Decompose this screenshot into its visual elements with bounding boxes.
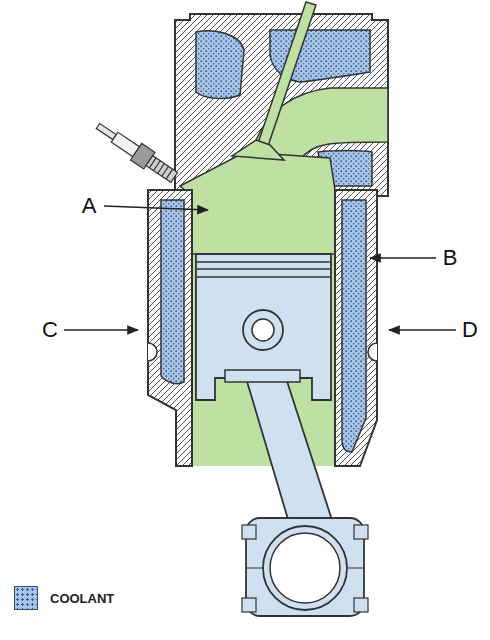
crank-bore (270, 533, 340, 603)
part-letter: D (462, 319, 478, 341)
rod-bolt (354, 525, 368, 539)
head-coolant-pocket (196, 31, 244, 99)
valve-stem (258, 2, 316, 146)
cylinder-block-wall (148, 190, 192, 466)
coolant-jacket (161, 200, 184, 384)
core-plug-notch (148, 343, 157, 361)
piston-rings (197, 262, 330, 277)
rod-bolt (242, 525, 256, 539)
cylinder-block-wall (335, 190, 377, 466)
core-plug-notch (368, 343, 377, 361)
part-letter: A (82, 195, 97, 217)
valve-head (232, 140, 284, 160)
rod-small-end (225, 370, 300, 382)
legend-swatch (14, 586, 38, 610)
rod-bolt (354, 598, 368, 612)
leader-arrow (389, 329, 456, 331)
leader-arrow (104, 206, 208, 210)
piston (196, 254, 331, 400)
combustion-chamber (180, 152, 335, 254)
leader-arrow (370, 257, 436, 259)
wrist-pin (252, 319, 274, 341)
rod-big-end (246, 518, 364, 616)
bearing-shell (263, 526, 347, 610)
legend-entry: COOLANT (14, 586, 114, 610)
part-letter: B (443, 247, 458, 269)
coolant-jacket (342, 200, 366, 452)
legend-label: COOLANT (50, 591, 114, 606)
rod-bolt (242, 598, 256, 612)
spark-plug (92, 118, 179, 186)
connecting-rod (246, 372, 332, 526)
leader-arrow (64, 329, 138, 331)
part-letter: C (42, 319, 58, 341)
wrist-pin-boss (243, 310, 283, 350)
